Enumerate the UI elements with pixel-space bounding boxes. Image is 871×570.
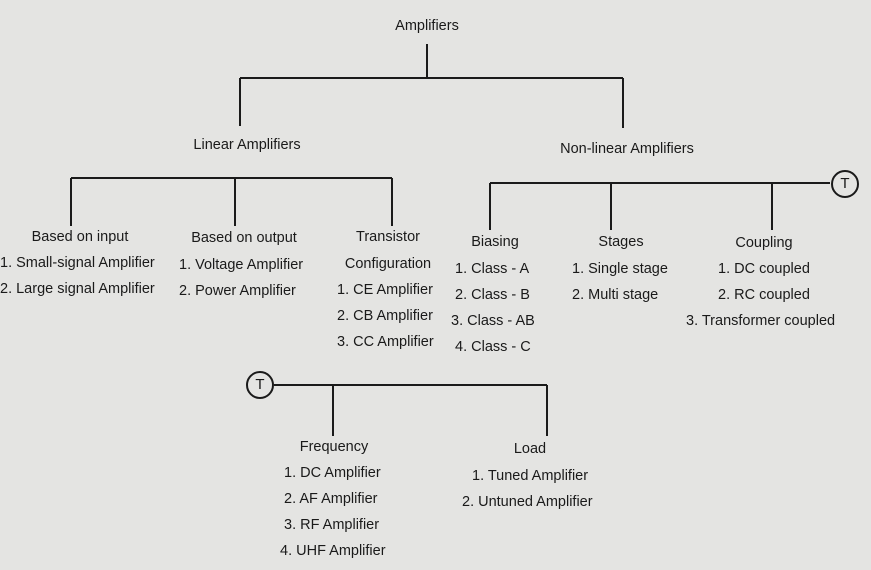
list-item: 1. Tuned Amplifier xyxy=(472,468,589,484)
biasing-list: 1. Class - A 2. Class - B 3. Class - AB … xyxy=(451,261,535,365)
list-item: 4. UHF Amplifier xyxy=(280,543,386,559)
biasing-title: Biasing xyxy=(471,234,519,250)
frequency-title: Frequency xyxy=(299,439,369,455)
linear-amplifiers-node: Linear Amplifiers xyxy=(193,137,301,153)
root-node: Amplifiers xyxy=(395,18,459,34)
list-item: 2. CB Amplifier xyxy=(337,308,433,324)
stages-list: 1. Single stage 2. Multi stage xyxy=(572,261,668,313)
load-title: Load xyxy=(513,441,547,457)
list-item: 3. CC Amplifier xyxy=(337,334,434,350)
list-item: 1. Small-signal Amplifier xyxy=(0,255,155,271)
based-on-output-list: 1. Voltage Amplifier 2. Power Amplifier xyxy=(179,257,303,309)
list-item: 1. DC coupled xyxy=(718,261,810,277)
based-on-input-list: 1. Small-signal Amplifier 2. Large signa… xyxy=(0,255,155,307)
list-item: 3. Transformer coupled xyxy=(686,313,836,329)
list-item: 1. Class - A xyxy=(455,261,530,277)
list-item: 2. Class - B xyxy=(455,287,530,303)
connector-t-bottom: T xyxy=(246,371,274,399)
transistor-config-title-line2: Configuration xyxy=(344,256,432,272)
list-item: 3. RF Amplifier xyxy=(284,517,380,533)
list-item: 2. AF Amplifier xyxy=(284,491,378,507)
nonlinear-amplifiers-node: Non-linear Amplifiers xyxy=(560,141,694,157)
list-item: 1. CE Amplifier xyxy=(337,282,433,298)
list-item: 4. Class - C xyxy=(455,339,531,355)
list-item: 3. Class - AB xyxy=(451,313,535,329)
coupling-list: 1. DC coupled 2. RC coupled 3. Transform… xyxy=(686,261,835,339)
list-item: 2. Multi stage xyxy=(572,287,659,303)
based-on-output-title: Based on output xyxy=(191,230,297,246)
connector-t-top: T xyxy=(831,170,859,198)
based-on-input-title: Based on input xyxy=(31,229,129,245)
transistor-config-title-line1: Transistor xyxy=(356,229,420,245)
list-item: 2. Large signal Amplifier xyxy=(0,281,155,297)
frequency-list: 1. DC Amplifier 2. AF Amplifier 3. RF Am… xyxy=(280,465,386,569)
coupling-title: Coupling xyxy=(735,235,793,251)
list-item: 1. Voltage Amplifier xyxy=(179,257,304,273)
list-item: 2. Power Amplifier xyxy=(179,283,296,299)
load-list: 1. Tuned Amplifier 2. Untuned Amplifier xyxy=(462,468,593,520)
list-item: 1. DC Amplifier xyxy=(284,465,381,481)
transistor-config-list: 1. CE Amplifier 2. CB Amplifier 3. CC Am… xyxy=(337,282,434,360)
list-item: 1. Single stage xyxy=(572,261,668,277)
list-item: 2. Untuned Amplifier xyxy=(462,494,593,510)
stages-title: Stages xyxy=(598,234,644,250)
list-item: 2. RC coupled xyxy=(718,287,810,303)
